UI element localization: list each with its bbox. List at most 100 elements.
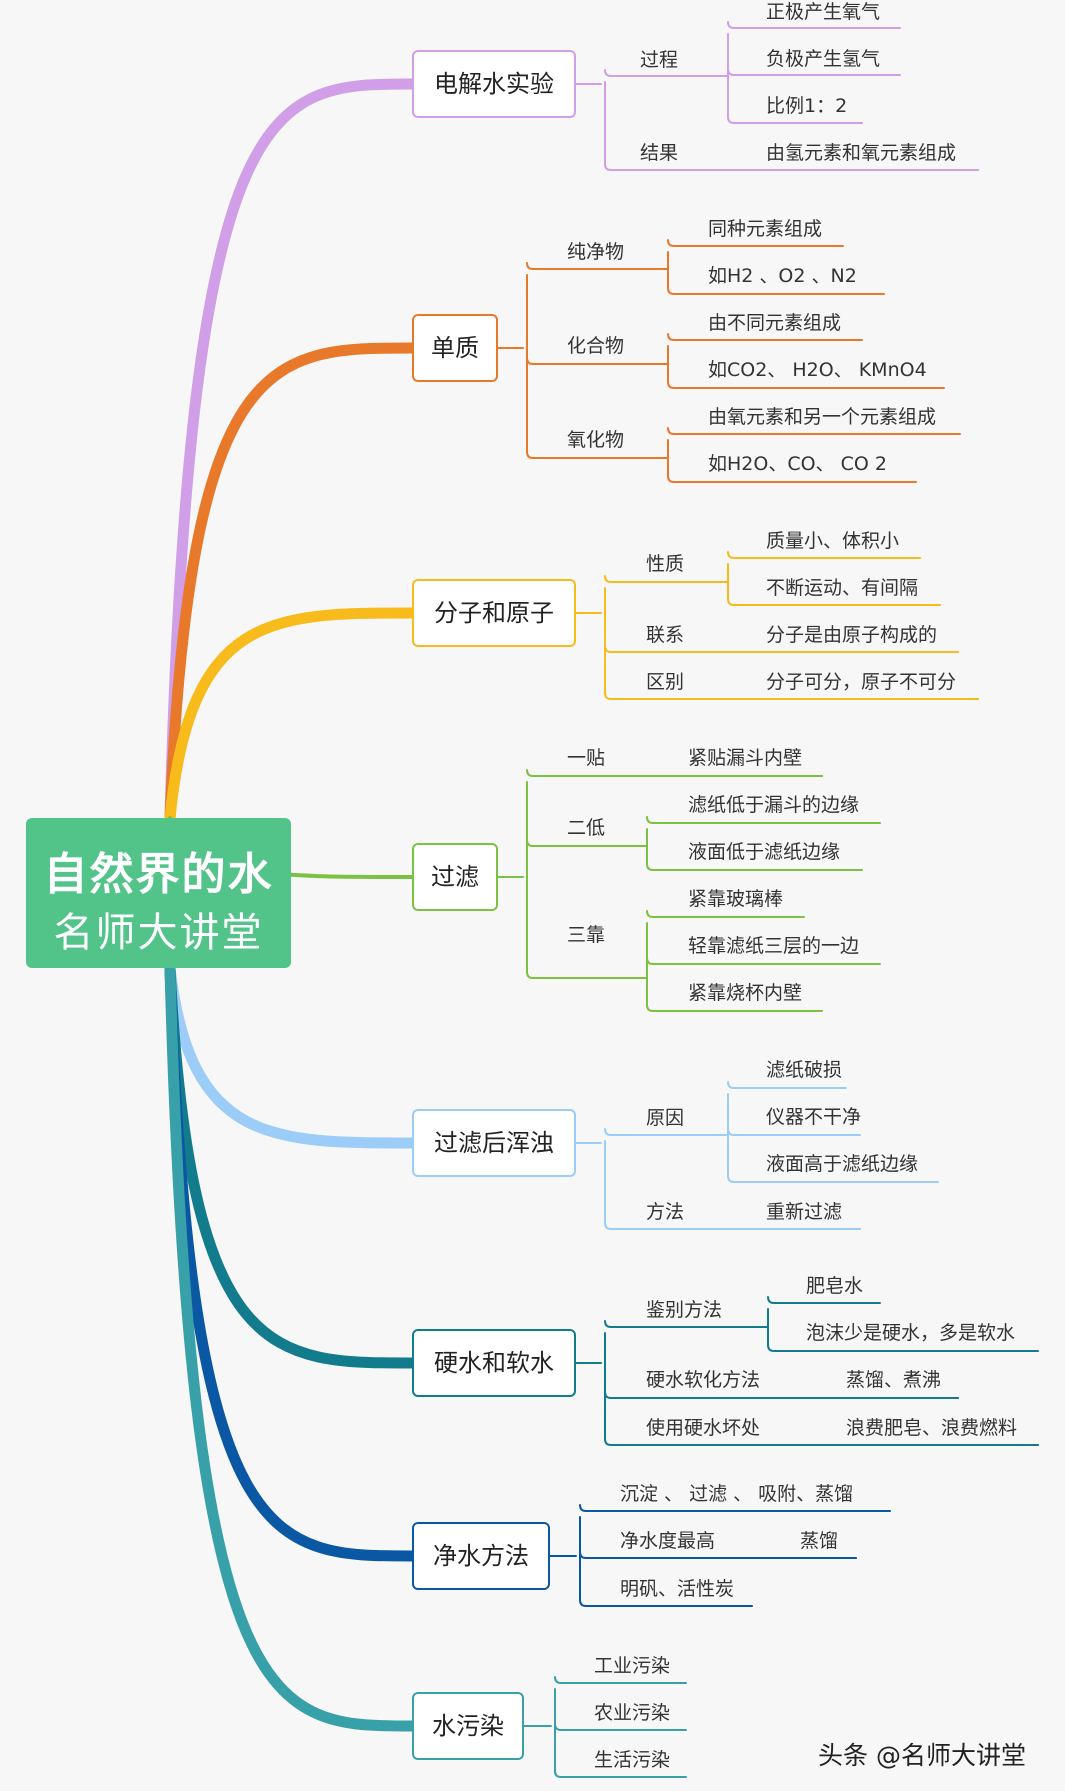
elbow-water-pollution-2 [554,1770,562,1778]
leaf-line-turbid-after-filtration-0-0 [727,1081,847,1089]
leaf-label-filtration-1-1[interactable]: 液面低于滤纸边缘 [688,841,841,863]
leaf-line-electrolysis-0-2 [727,116,863,124]
leaf-label-filtration-2-1[interactable]: 轻靠滤纸三层的一边 [688,935,860,957]
sub-label-hard-soft-water-2[interactable]: 使用硬水坏处 [646,1417,761,1439]
sub-label-molecules-atoms-0[interactable]: 性质 [646,553,685,575]
elbow-turbid-after-filtration-0 [604,1128,612,1136]
leaf-label-hard-soft-water-1-0[interactable]: 蒸馏、煮沸 [846,1369,942,1391]
topic-elements[interactable]: 单质 [412,314,498,382]
leaf-label-elements-0-0[interactable]: 同种元素组成 [708,218,823,240]
leaf-label-elements-1-1[interactable]: 如CO2、 H2O、 KMnO4 [708,359,927,381]
leaf-line-filtration-2-1 [646,957,881,965]
leaf-line-molecules-atoms-0-0 [727,551,921,559]
elbow-elements-2 [526,451,534,459]
root-branch-hard-soft-water [164,962,418,1369]
root-branch-water-pollution [164,962,418,1732]
leaf-label-turbid-after-filtration-0-2[interactable]: 液面高于滤纸边缘 [766,1153,919,1175]
sub-label-hard-soft-water-1[interactable]: 硬水软化方法 [646,1369,761,1391]
leaf-label-filtration-0-0[interactable]: 紧贴漏斗内壁 [688,747,803,769]
sub-label-filtration-0[interactable]: 一贴 [567,747,606,769]
leaf-line-elements-0-1 [667,287,885,295]
leaf-label-electrolysis-1-0[interactable]: 由氢元素和氧元素组成 [766,142,957,164]
leaf-label-hard-soft-water-0-1[interactable]: 泡沫少是硬水，多是软水 [806,1322,1016,1344]
topic-water-pollution[interactable]: 水污染 [412,1692,524,1760]
leaf-label-molecules-atoms-0-1[interactable]: 不断运动、有间隔 [766,577,919,599]
sub-label-turbid-after-filtration-0[interactable]: 原因 [646,1107,685,1129]
sub-label-filtration-2[interactable]: 三靠 [567,924,606,946]
sub-label-electrolysis-1[interactable]: 结果 [640,142,679,164]
sub-label-hard-soft-water-0[interactable]: 鉴别方法 [646,1299,723,1321]
elbow-purification-2 [579,1599,587,1607]
sub-label-molecules-atoms-2[interactable]: 区别 [646,671,685,693]
leaf-line-filtration-2-0 [646,910,805,918]
elbow-electrolysis-1 [604,163,612,171]
topic-hard-soft-water[interactable]: 硬水和软水 [412,1329,576,1397]
sub-label-turbid-after-filtration-1[interactable]: 方法 [646,1201,685,1223]
elbow-elements-0 [526,262,534,270]
leaf-label-molecules-atoms-0-0[interactable]: 质量小、体积小 [766,530,900,552]
leaf-label-purification-1-0[interactable]: 蒸馏 [800,1530,839,1552]
leaf-label-turbid-after-filtration-0-1[interactable]: 仪器不干净 [766,1106,862,1128]
sub-label-water-pollution-1[interactable]: 农业污染 [594,1702,671,1724]
sub-label-purification-0[interactable]: 沉淀 、 过滤 、 吸附、蒸馏 [620,1483,854,1505]
leaf-line-elements-1-1 [667,381,945,389]
leaf-label-molecules-atoms-2-0[interactable]: 分子可分，原子不可分 [766,671,957,693]
leaf-label-filtration-2-0[interactable]: 紧靠玻璃棒 [688,888,784,910]
topic-filtration[interactable]: 过滤 [412,843,498,911]
elbow-water-pollution-0 [554,1676,562,1684]
elbow-hard-soft-water-2 [604,1438,612,1446]
leaf-label-molecules-atoms-1-0[interactable]: 分子是由原子构成的 [766,624,938,646]
sub-label-elements-2[interactable]: 氧化物 [567,429,625,451]
leaf-line-turbid-after-filtration-0-2 [727,1175,939,1183]
leaf-label-hard-soft-water-2-0[interactable]: 浪费肥皂、浪费燃料 [846,1417,1018,1439]
root-branch-elements [164,342,418,824]
sub-label-water-pollution-2[interactable]: 生活污染 [594,1749,671,1771]
leaf-line-molecules-atoms-0-1 [727,598,941,606]
root-branch-electrolysis [164,78,418,824]
leaf-label-turbid-after-filtration-1-0[interactable]: 重新过滤 [766,1201,843,1223]
leaf-label-electrolysis-0-0[interactable]: 正极产生氧气 [766,1,881,23]
watermark-text: 头条 @名师大讲堂 [818,1741,1026,1770]
elbow-hard-soft-water-0 [604,1320,612,1328]
leaf-label-elements-2-1[interactable]: 如H2O、CO、 CO 2 [708,453,887,475]
topic-electrolysis[interactable]: 电解水实验 [412,50,576,118]
elbow-purification-1 [579,1551,587,1559]
sub-label-water-pollution-0[interactable]: 工业污染 [594,1655,671,1677]
sub-label-elements-1[interactable]: 化合物 [567,335,625,357]
root-node[interactable]: 自然界的水 名师大讲堂 [26,818,291,968]
leaf-line-filtration-2-2 [646,1004,823,1012]
elbow-water-pollution-1 [554,1723,562,1731]
elbow-filtration-0 [526,769,534,777]
elbow-turbid-after-filtration-1 [604,1222,612,1230]
elbow-purification-0 [579,1504,587,1512]
leaf-label-filtration-2-2[interactable]: 紧靠烧杯内壁 [688,982,803,1004]
leaf-label-electrolysis-0-1[interactable]: 负极产生氢气 [766,48,881,70]
elbow-molecules-atoms-1 [604,645,612,653]
topic-turbid-after-filtration[interactable]: 过滤后浑浊 [412,1109,576,1177]
leaf-line-elements-1-0 [667,333,863,341]
sub-label-electrolysis-0[interactable]: 过程 [640,49,679,71]
leaf-label-elements-2-0[interactable]: 由氧元素和另一个元素组成 [708,406,937,428]
root-title: 自然界的水 [43,849,274,900]
sub-label-molecules-atoms-1[interactable]: 联系 [646,624,685,646]
leaf-line-filtration-1-0 [646,816,881,824]
elbow-filtration-1 [526,839,534,847]
sub-label-filtration-1[interactable]: 二低 [567,817,606,839]
leaf-label-filtration-1-0[interactable]: 滤纸低于漏斗的边缘 [688,794,860,816]
leaf-label-turbid-after-filtration-0-0[interactable]: 滤纸破损 [766,1059,843,1081]
leaf-label-elements-0-1[interactable]: 如H2 、O2 、N2 [708,265,857,287]
leaf-label-hard-soft-water-0-0[interactable]: 肥皂水 [806,1275,864,1297]
topic-molecules-atoms[interactable]: 分子和原子 [412,579,576,647]
topic-purification[interactable]: 净水方法 [412,1522,550,1590]
elbow-molecules-atoms-2 [604,692,612,700]
leaf-label-electrolysis-0-2[interactable]: 比例1：2 [766,95,848,117]
sub-label-purification-1[interactable]: 净水度最高 [620,1530,716,1552]
leaf-label-elements-1-0[interactable]: 由不同元素组成 [708,312,842,334]
root-subtitle: 名师大讲堂 [53,910,264,956]
leaf-line-hard-soft-water-0-0 [767,1296,881,1304]
sub-label-purification-2[interactable]: 明矾、活性炭 [620,1578,735,1600]
leaf-line-elements-0-0 [667,239,844,247]
sub-label-elements-0[interactable]: 纯净物 [567,241,625,263]
